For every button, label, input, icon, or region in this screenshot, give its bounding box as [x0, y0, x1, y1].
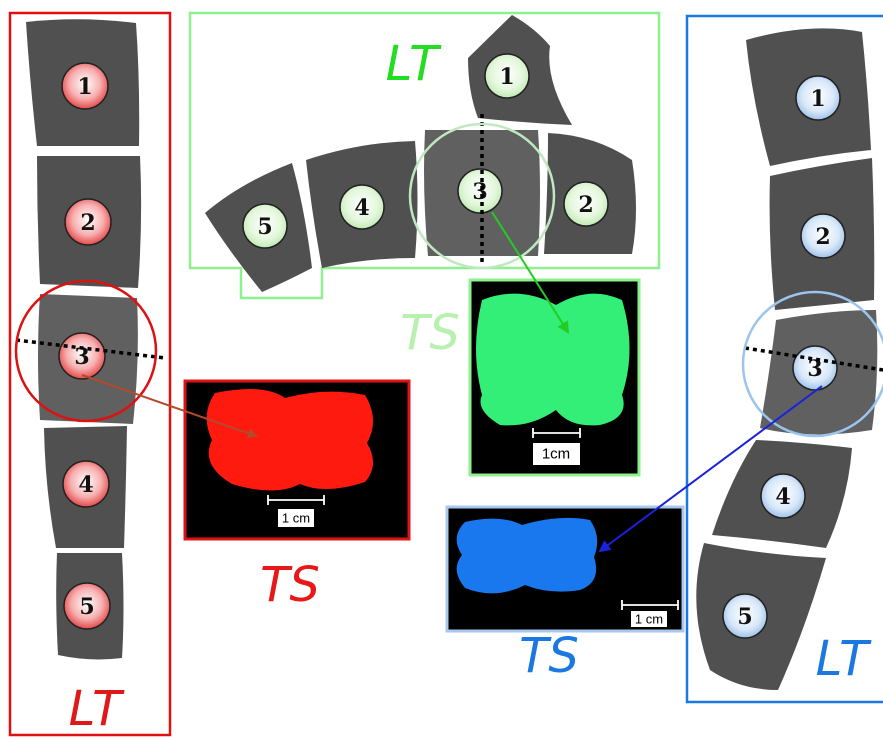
top-ts-label: TS — [400, 305, 460, 361]
top-ts-section-shape — [476, 293, 630, 426]
left-vertebra-4: 4 — [62, 460, 110, 508]
right-scale-label: 1 cm — [635, 612, 663, 627]
left-vertebra-3: 3 — [58, 332, 106, 380]
left-ts-label: TS — [260, 557, 320, 613]
top-lt-label: LT — [386, 36, 442, 92]
top-vertebra-1: 1 — [484, 53, 530, 99]
left-ts-inset: 1 cm — [183, 379, 411, 541]
left-vertebra-label-1: 1 — [77, 74, 92, 100]
right-panel: 1 2 3 4 5 LT — [685, 14, 883, 704]
top-vertebra-label-5: 5 — [257, 214, 272, 240]
left-highlight-circle — [14, 279, 158, 423]
left-vertebra-label-4: 4 — [78, 472, 93, 498]
left-vertebra-label-2: 2 — [80, 210, 95, 236]
left-arrow — [81, 374, 258, 439]
left-panel: 1 2 3 4 5 LT — [8, 11, 172, 737]
right-vertebra-label-1: 1 — [810, 86, 825, 112]
left-vertebra-2: 2 — [64, 198, 112, 246]
left-lt-label: LT — [69, 681, 125, 737]
top-arrow — [491, 211, 570, 334]
top-highlight-circle — [408, 122, 556, 270]
right-arrow — [598, 385, 823, 553]
left-vertebra-1: 1 — [61, 62, 109, 110]
left-vertebra-label-5: 5 — [79, 594, 94, 620]
right-vertebra-label-5: 5 — [737, 604, 752, 630]
top-vertebra-5: 5 — [242, 203, 288, 249]
left-lt-frame — [8, 11, 172, 737]
top-vertebra-4: 4 — [339, 184, 385, 230]
top-vertebra-label-4: 4 — [354, 195, 369, 221]
left-vertebra-label-3: 3 — [74, 344, 89, 370]
top-panel: 1 2 3 4 5 LT — [188, 11, 661, 300]
right-vertebra-label-3: 3 — [807, 356, 822, 382]
right-lt-frame — [685, 14, 883, 704]
right-lt-label: LT — [816, 631, 872, 687]
right-ts-section-shape — [456, 517, 598, 594]
right-vertebra-4: 4 — [760, 473, 806, 519]
right-ts-inset: 1 cm — [445, 505, 685, 633]
left-vertebra-5: 5 — [63, 582, 111, 630]
top-vertebra-label-3: 3 — [472, 179, 487, 205]
right-vertebra-3: 3 — [792, 345, 838, 391]
top-vertebra-label-2: 2 — [578, 192, 593, 218]
right-highlight-circle — [741, 290, 883, 438]
right-vertebra-5: 5 — [722, 593, 768, 639]
top-vertebra-3: 3 — [457, 168, 503, 214]
right-vertebra-label-4: 4 — [775, 484, 790, 510]
top-vertebra-label-1: 1 — [499, 64, 514, 90]
top-lt-frame — [188, 11, 661, 300]
right-vertebra-2: 2 — [800, 213, 846, 259]
left-scale-label: 1 cm — [282, 511, 310, 526]
left-section-line — [15, 338, 166, 360]
right-vertebra-label-2: 2 — [815, 224, 830, 250]
left-ts-section-shape — [206, 389, 374, 491]
top-scale-label: 1cm — [542, 446, 570, 463]
right-ts-label: TS — [519, 628, 579, 684]
right-vertebra-1: 1 — [795, 75, 841, 121]
top-vertebra-2: 2 — [563, 181, 609, 227]
